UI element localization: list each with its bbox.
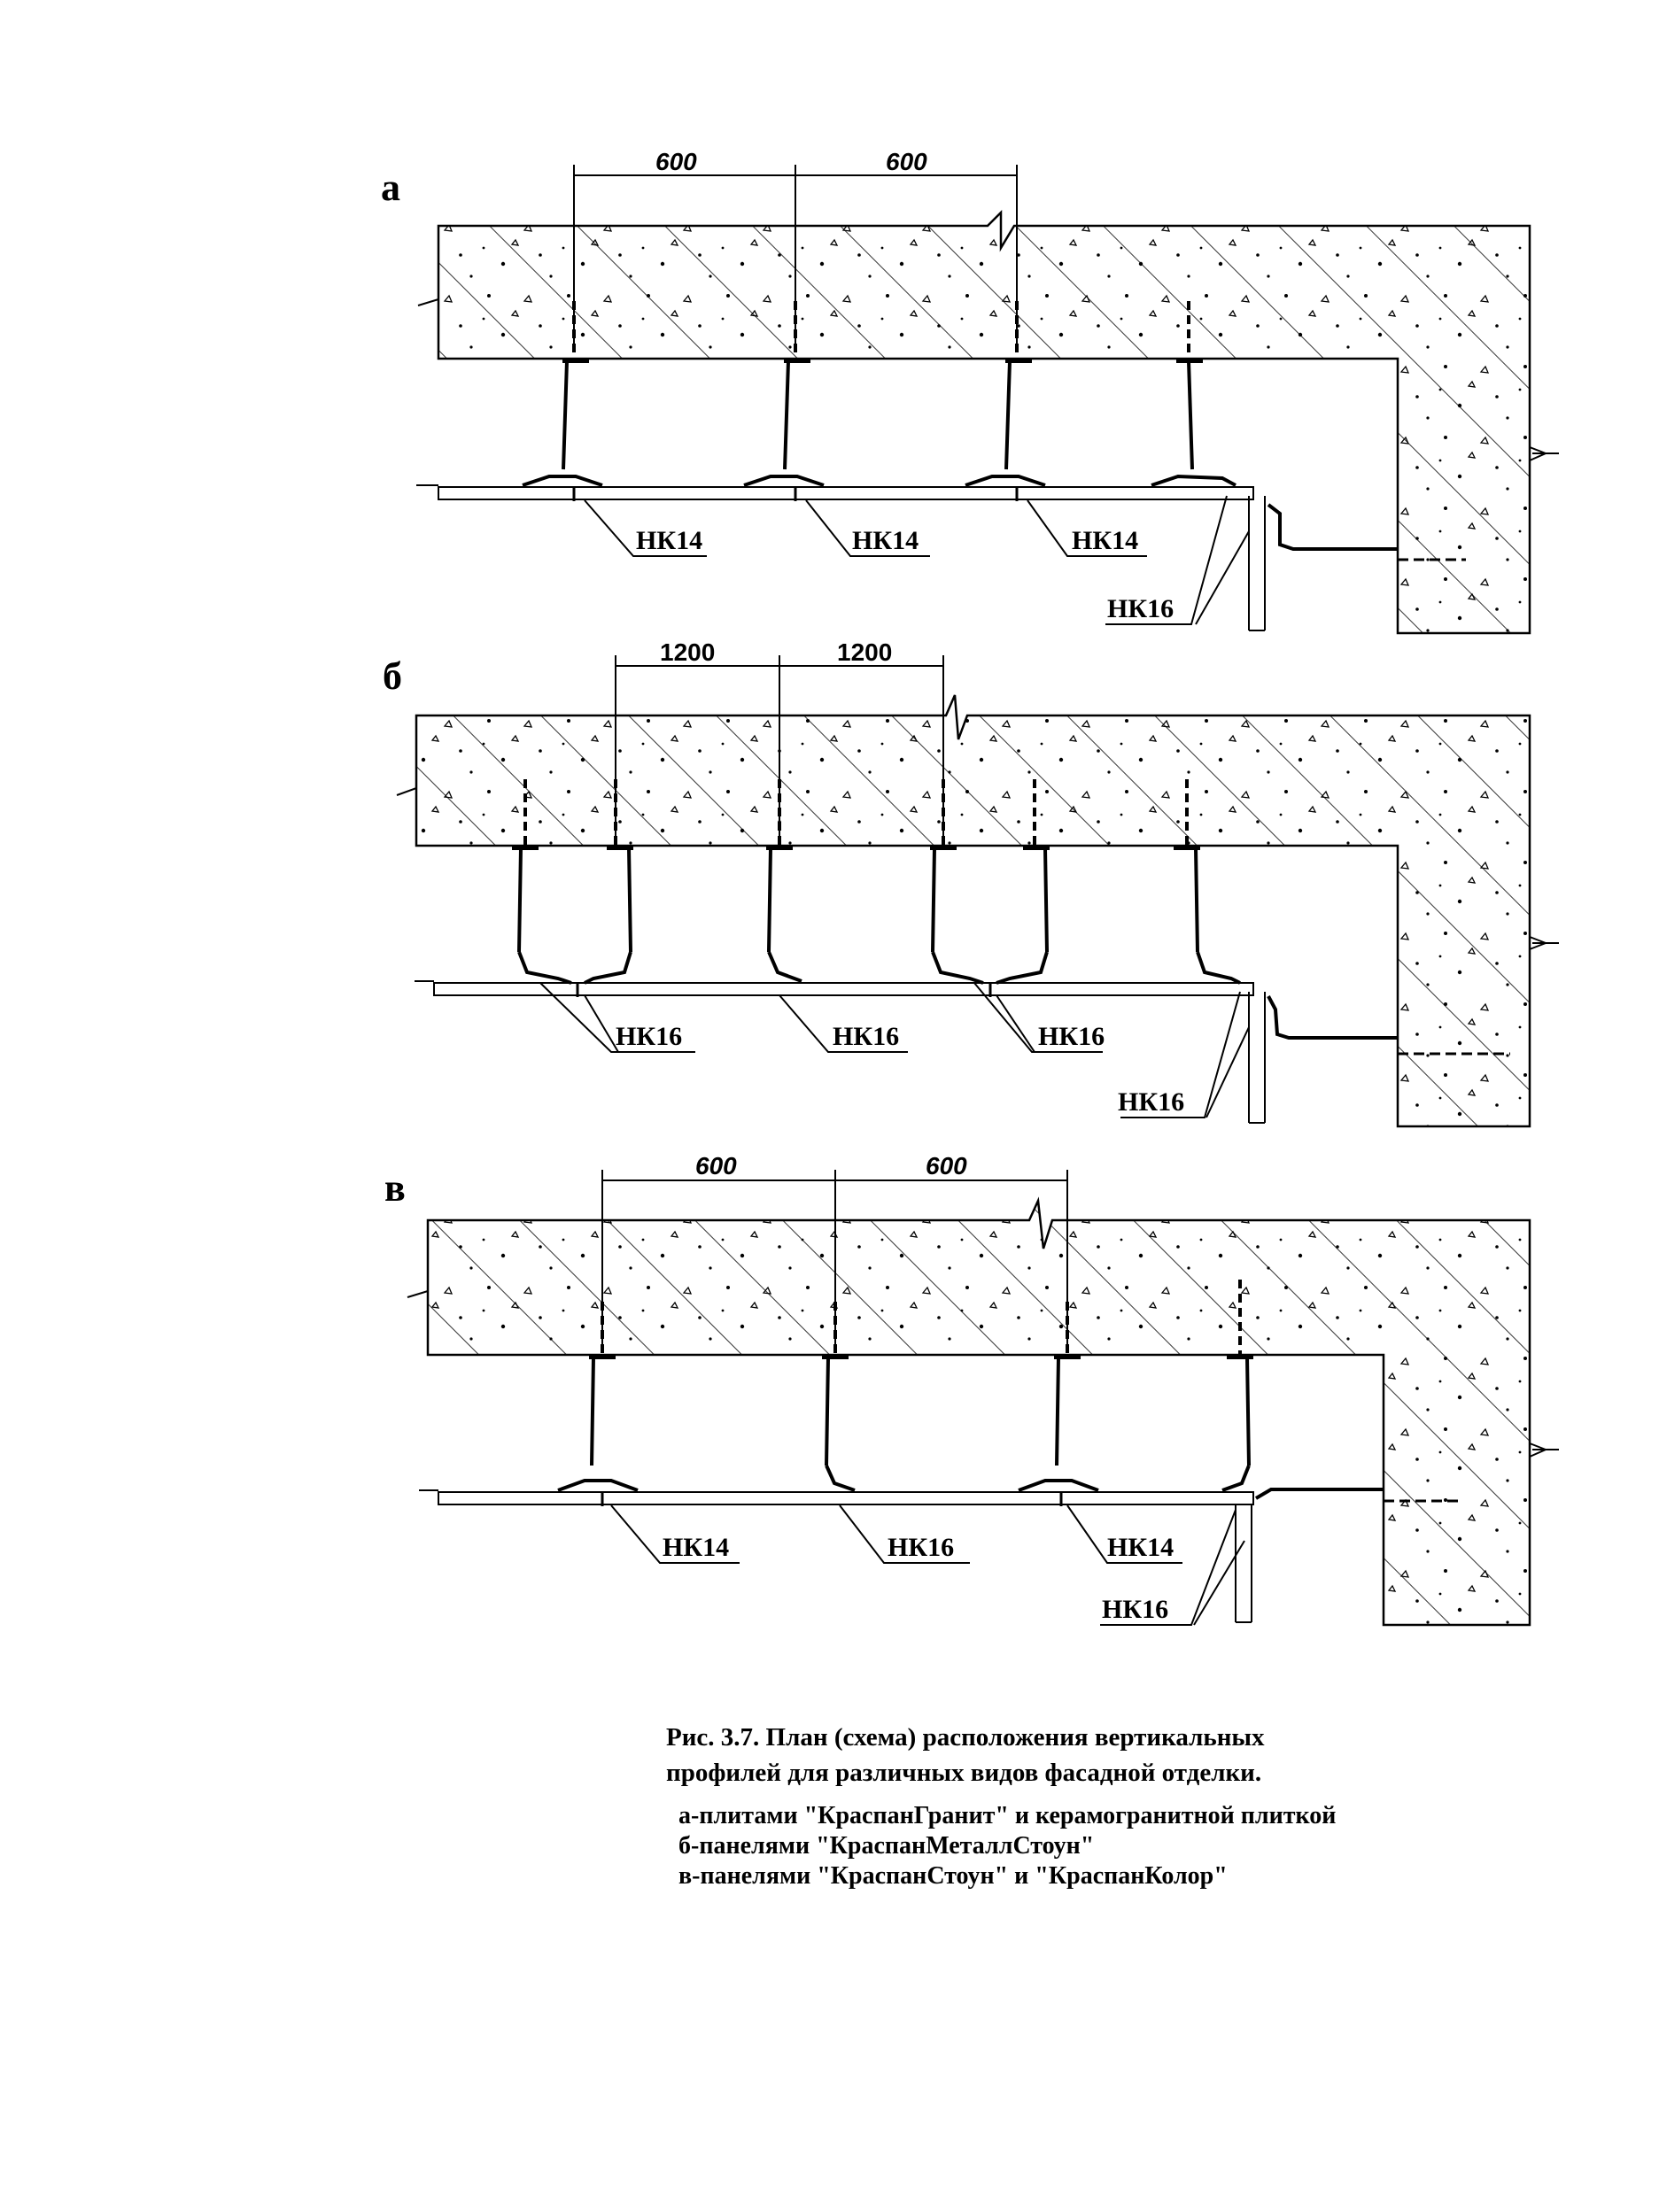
panel-b-profiles — [415, 951, 1510, 1124]
panel-a-letter: а — [381, 166, 400, 209]
panel-a-callout-1: НК14 — [636, 526, 702, 555]
panel-b-dim-2: 1200 — [837, 638, 892, 666]
panel-c-wall — [407, 1196, 1559, 1627]
panel-c-dim-2: 600 — [926, 1152, 967, 1179]
panel-c-leaders — [610, 1504, 1245, 1626]
panel-c-letter: в — [384, 1166, 406, 1210]
panel-b-callout-1: НК16 — [616, 1022, 682, 1051]
panel-a-callout-2: НК14 — [852, 526, 919, 555]
panel-a-profiles — [416, 474, 1466, 631]
panel-a-callout-3: НК14 — [1072, 526, 1138, 555]
panel-c-callout-3: НК14 — [1107, 1533, 1174, 1562]
panel-b-dim-1: 1200 — [660, 638, 715, 666]
panel-b-callout-3: НК16 — [1038, 1022, 1105, 1051]
panel-a-wall — [417, 209, 1559, 635]
panel-b-callout-2: НК16 — [833, 1022, 899, 1051]
legend-item-c: в-панелями "КраспанСтоун" и "КраспанКоло… — [678, 1862, 1228, 1890]
panel-c-callout-1: НК14 — [663, 1533, 729, 1562]
legend-item-a: а-плитами "КраспанГранит" и керамогранит… — [678, 1802, 1337, 1829]
panel-a: а 600 600 — [381, 148, 1559, 635]
panel-c-callout-4: НК16 — [1102, 1595, 1168, 1624]
caption-line-2: профилей для различных видов фасадной от… — [666, 1759, 1262, 1787]
panel-c-dim-1: 600 — [695, 1152, 737, 1179]
caption-legend: а-плитами "КраспанГранит" и керамогранит… — [666, 1801, 1552, 1891]
panel-c-brackets — [589, 1280, 1253, 1466]
panel-c-callout-2: НК16 — [888, 1533, 954, 1562]
panel-b: б 1200 1200 — [383, 638, 1559, 1128]
panel-b-wall — [396, 694, 1559, 1128]
legend-item-b: б-панелями "КраспанМеталлСтоун" — [678, 1832, 1095, 1860]
panel-b-callout-4: НК16 — [1118, 1087, 1184, 1117]
panel-b-letter: б — [383, 654, 402, 698]
panel-a-callout-4: НК16 — [1107, 594, 1174, 623]
caption-line-1: Рис. 3.7. План (схема) расположения верт… — [666, 1723, 1265, 1752]
panel-c: в 600 600 — [384, 1152, 1559, 1627]
panel-a-dim-1: 600 — [655, 148, 697, 175]
panel-b-brackets — [512, 779, 1200, 953]
figure-caption: Рис. 3.7. План (схема) расположения верт… — [666, 1720, 1552, 1891]
panel-a-leaders — [584, 495, 1250, 625]
panel-a-brackets — [562, 301, 1203, 470]
panel-a-dim-2: 600 — [886, 148, 927, 175]
panel-c-profiles — [419, 1465, 1461, 1623]
panel-b-leaders — [539, 982, 1250, 1118]
